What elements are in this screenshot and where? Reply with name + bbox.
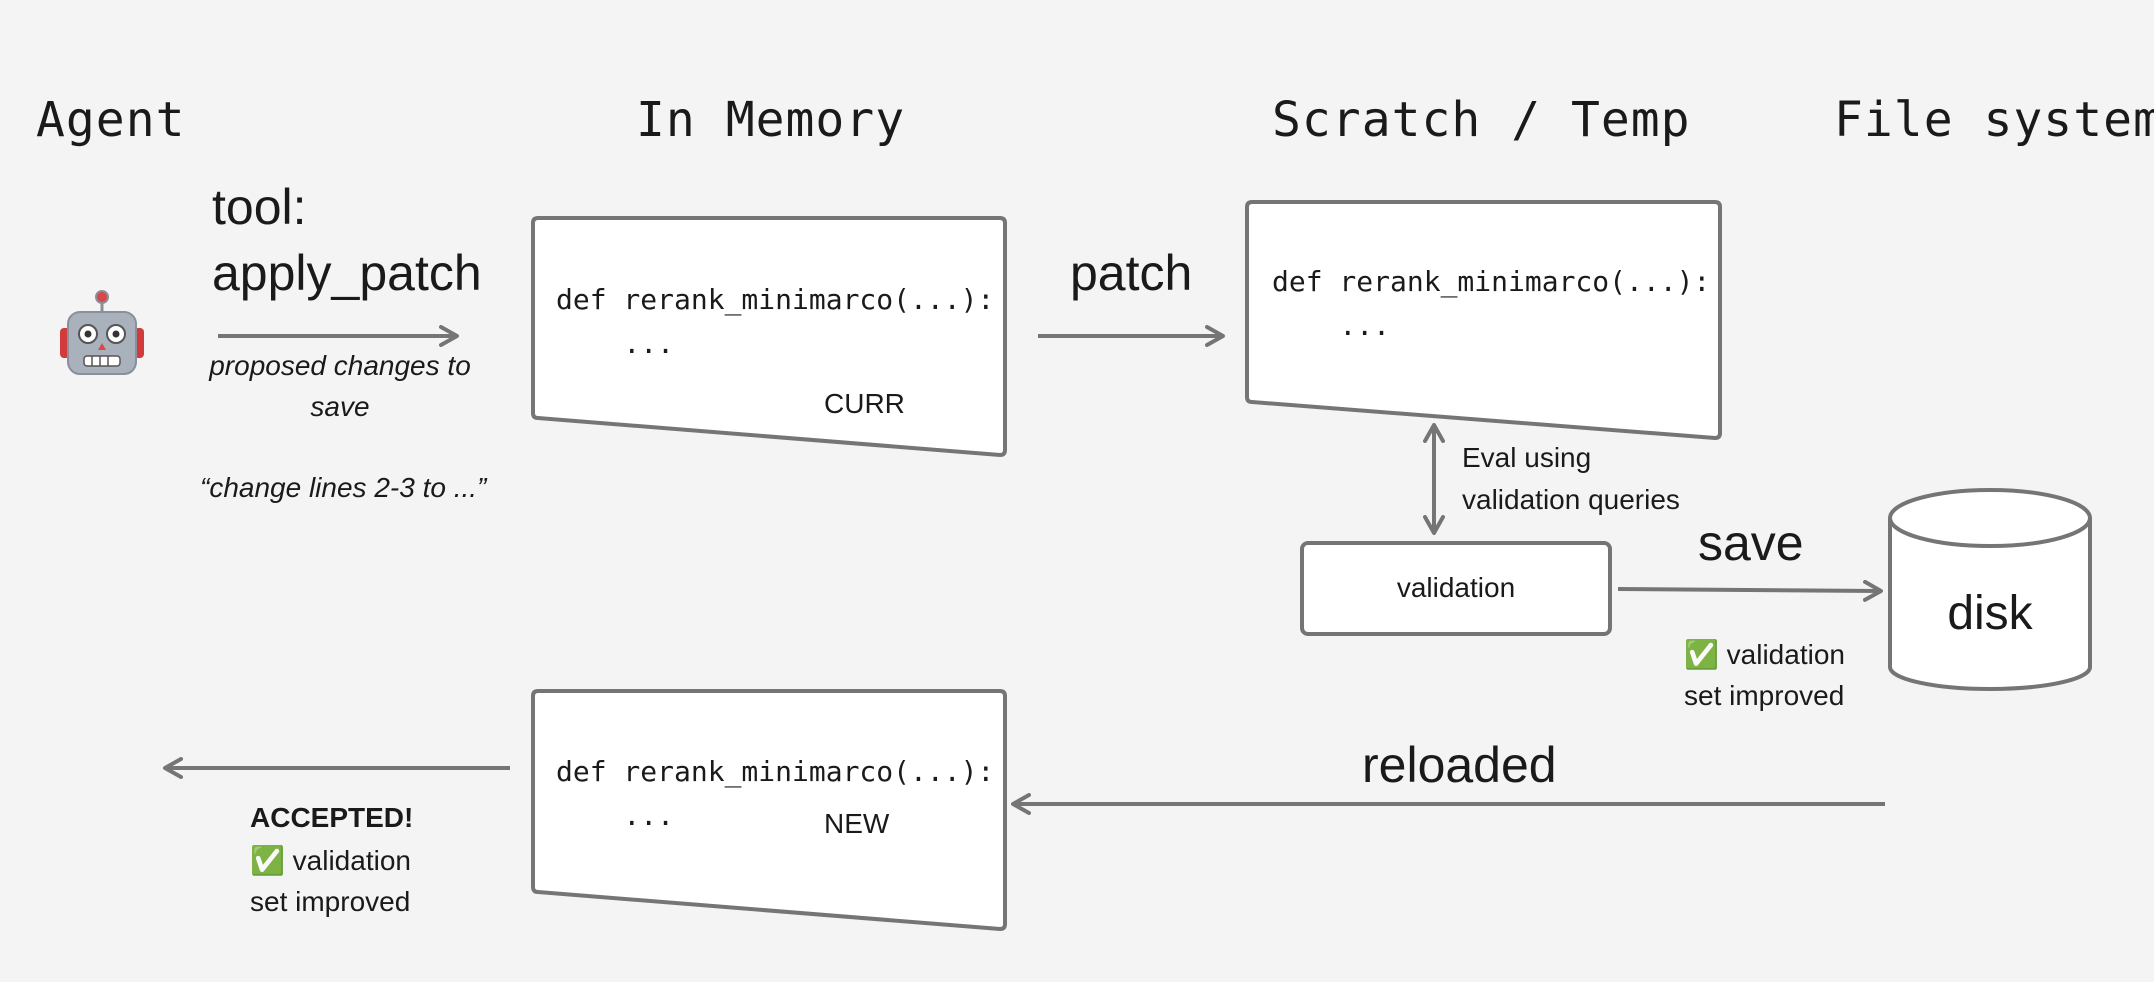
disk-cylinder [1888,488,2092,691]
tool-label: tool: [212,179,307,235]
scratch-code-line2: ... [1272,309,1391,342]
tool-caption-line1: proposed changes to [209,350,471,381]
eval-label-line2: validation queries [1462,484,1680,515]
reloaded-label: reloaded [1362,737,1557,793]
accepted-title: ACCEPTED! [250,802,414,833]
check-icon: ✅ [1684,639,1719,670]
curr-code-box [531,216,1007,458]
column-header-file-system: File system [1834,92,2154,148]
patch-label: patch [1070,245,1193,301]
scratch-code-line1: def rerank_minimarco(...): [1272,265,1711,298]
validation-label: validation [1396,572,1516,603]
scratch-code-box [1245,200,1722,441]
validation-box [1300,541,1612,636]
save-label: save [1698,515,1804,571]
new-code-box [531,689,1007,932]
tool-name-label: apply_patch [212,245,482,301]
column-header-in-memory: In Memory [636,92,906,148]
accepted-line1: validation [292,845,411,876]
save-result-line1: validation [1726,639,1845,670]
curr-code-line2: ... [556,327,675,360]
new-code-line1: def rerank_minimarco(...): [556,755,995,788]
eval-label-line1: Eval using [1462,442,1592,473]
new-code-line2: ... [556,799,675,832]
new-tag: NEW [824,808,890,839]
save-result-line2: set improved [1684,680,1845,711]
tool-caption-line2: save [310,391,370,422]
disk-label: disk [1947,587,2033,640]
robot-icon [60,290,144,375]
save-arrow [1617,579,1883,602]
tool-quote: “change lines 2-3 to ...” [200,472,487,503]
column-header-agent: Agent [36,92,186,148]
curr-code-line1: def rerank_minimarco(...): [556,283,995,316]
column-header-scratch: Scratch / Temp [1272,92,1691,148]
accepted-line2: set improved [250,886,411,917]
curr-tag: CURR [824,388,905,419]
check-icon: ✅ [250,845,285,876]
